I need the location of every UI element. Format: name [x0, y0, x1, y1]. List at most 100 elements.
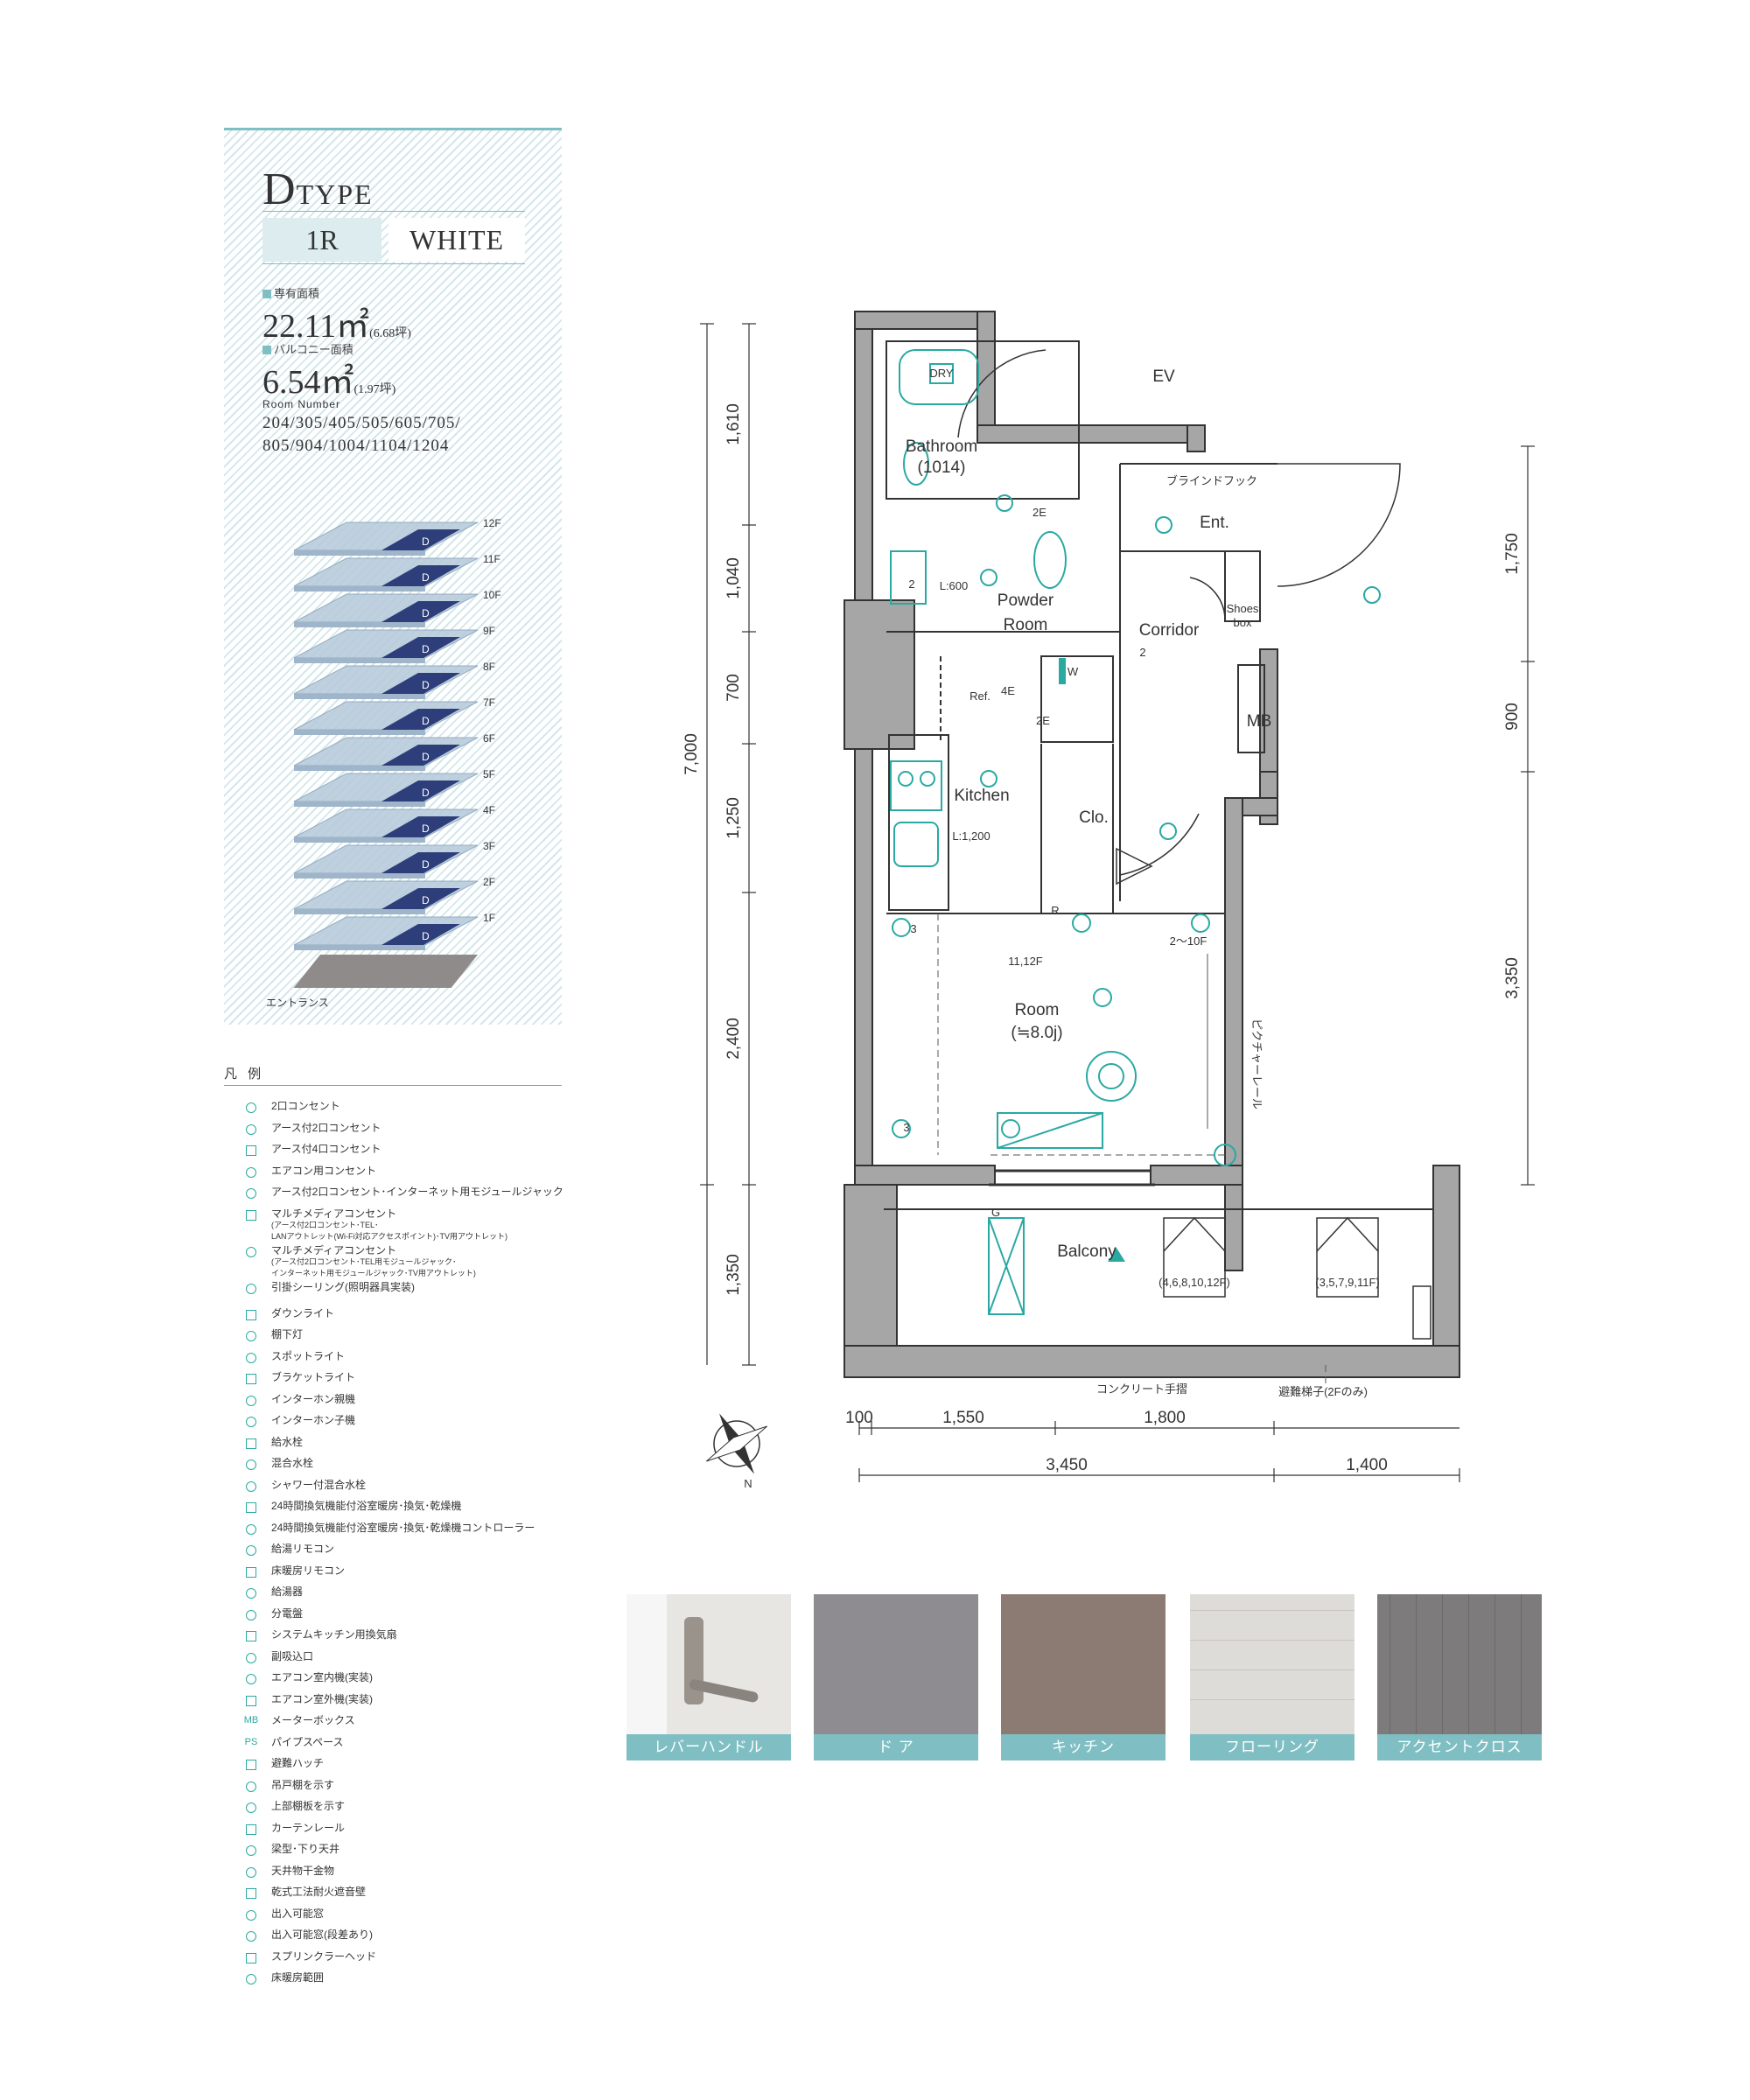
- legend-symbol-icon: [236, 1608, 266, 1624]
- wall-balcony-right: [1432, 1165, 1460, 1378]
- floor-slab-edge: [294, 802, 425, 807]
- room-door-swing: [1119, 761, 1200, 876]
- wall-ev-right: [1186, 424, 1206, 452]
- dimension-label: 1,040: [724, 557, 743, 599]
- legend-item: 出入可能窓(段差あり): [271, 1928, 373, 1941]
- legend-rule: [224, 1085, 562, 1086]
- outlet-3-label: 3: [903, 1121, 909, 1134]
- floor-label: 10F: [483, 589, 501, 601]
- dimension-label: 700: [724, 674, 743, 702]
- room-numbers-line2: 805/904/1004/1104/1204: [262, 437, 450, 455]
- legend-item: 給湯リモコン: [271, 1543, 335, 1555]
- floor-slab: D: [293, 916, 479, 950]
- legend-symbol-icon: [236, 1629, 266, 1645]
- washer-label: W: [1068, 665, 1079, 678]
- legend-symbol-icon: [236, 1866, 266, 1881]
- downlight-icon: [980, 569, 998, 586]
- partitions: [884, 340, 1433, 1210]
- shoes-box-outline: [1224, 550, 1261, 622]
- legend-symbol-icon: [236, 1544, 266, 1559]
- floor-slab-shape: [293, 916, 479, 946]
- unit-d-highlight: [382, 780, 460, 802]
- legend-item: インターホン親機: [271, 1392, 356, 1405]
- legend-item: システムキッチン用換気扇: [271, 1628, 397, 1641]
- floor-slab: D: [293, 557, 479, 592]
- floor-slab: D: [293, 593, 479, 627]
- legend-item: 吊戸棚を示す: [271, 1778, 335, 1791]
- balcony-rail: [844, 1345, 1460, 1378]
- unit-d-marker: D: [422, 607, 430, 620]
- room-number-label: Room Number: [262, 398, 341, 410]
- floor-slab-edge: [294, 909, 425, 914]
- fixtures: [890, 349, 1381, 1315]
- legend-symbol-icon: [236, 1480, 266, 1495]
- wood-grain-line: [1442, 1594, 1443, 1734]
- aircon-indoor-icon: [997, 1112, 1103, 1149]
- legend-item: 副吸込口: [271, 1649, 314, 1662]
- room-size-label: (≒8.0j): [1011, 1024, 1062, 1042]
- unit-d-highlight: [382, 924, 460, 945]
- washer-outline: [1040, 655, 1114, 743]
- hatch-floors-a-label: (4,6,8,10,12F): [1158, 1276, 1230, 1289]
- multimedia-outlet-icon: [1214, 1144, 1236, 1166]
- floor-plan: EV Bathroom (1014) DRY ブラインドフック Ent. Pow…: [682, 311, 1535, 1488]
- legend-symbol-icon: [236, 1565, 266, 1581]
- floor-slab-edge: [294, 945, 425, 950]
- washbasin-icon: [890, 550, 927, 605]
- legend-symbol-icon: [236, 1972, 266, 1988]
- legend-item: カーテンレール: [271, 1821, 346, 1834]
- legend-symbol-icon: [236, 1522, 266, 1538]
- legend-item: マルチメディアコンセント(アース付2口コンセント･TEL用モジュールジャック･イ…: [271, 1243, 476, 1278]
- floor-slab-edge: [294, 694, 425, 699]
- basin-width-label: L:600: [940, 579, 969, 592]
- floor-slab-edge: [294, 586, 425, 592]
- wall-left-lower: [854, 748, 873, 1187]
- burner-icon: [898, 771, 914, 787]
- unit-d-highlight: [382, 673, 460, 694]
- balcony-area: 6.54㎡(1.97坪): [262, 364, 396, 401]
- hatch-floors-b-label: (3,5,7,9,11F): [1315, 1276, 1379, 1289]
- unit-d-marker: D: [422, 536, 430, 548]
- bullet-square-icon: [262, 346, 271, 354]
- wall-ev-horizontal: [976, 424, 1206, 444]
- floor-slab-shape: [293, 773, 479, 802]
- legend-symbol-icon: [236, 1415, 266, 1431]
- legend-item: 2口コンセント: [271, 1100, 340, 1112]
- legend-item: アース付2口コンセント･インターネット用モジュールジャック: [271, 1186, 564, 1198]
- legend-item: 24時間換気機能付浴室暖房･換気･乾燥機コントローラー: [271, 1521, 536, 1534]
- floor-label: 3F: [483, 840, 496, 852]
- unit-d-highlight: [382, 816, 460, 837]
- balcony-label: Balcony: [1057, 1242, 1116, 1261]
- kitchen-counter: [888, 734, 949, 911]
- floor-slab-shape: [293, 808, 479, 838]
- ref-label: Ref.: [970, 690, 990, 703]
- legend-item: ダウンライト: [271, 1306, 335, 1320]
- bathroom-outline: [886, 340, 1080, 500]
- bathtub-icon: [899, 349, 979, 405]
- legend-symbol-icon: [236, 1208, 266, 1224]
- legend-item: 乾式工法耐火遮音壁: [271, 1886, 367, 1898]
- legend-symbol-icon: [236, 1758, 266, 1774]
- powder-room-label: Room: [1004, 616, 1048, 634]
- water-heater-label: G: [991, 1206, 1000, 1219]
- floor-slab: D: [293, 737, 479, 771]
- dimension-label: 1,750: [1503, 533, 1522, 575]
- dimension-label: 1,400: [1346, 1456, 1388, 1474]
- kitchen-sink-icon: [893, 822, 939, 867]
- plank-line: [1190, 1610, 1354, 1611]
- finish-swatch: キッチン: [1001, 1594, 1166, 1760]
- sprinkler-floors-label: 11,12F: [1008, 955, 1043, 968]
- ceiling-light-icon: [1098, 1063, 1124, 1089]
- dimension-label: 1,250: [724, 797, 743, 839]
- legend-item: スポットライト: [271, 1349, 346, 1362]
- legend-symbol-icon: [236, 1351, 266, 1367]
- legend-item: エアコン室外機(実装): [271, 1692, 373, 1705]
- legend-item: アース付4口コンセント: [271, 1143, 382, 1155]
- legend-symbol-icon: [236, 1437, 266, 1452]
- unit-d-highlight: [382, 565, 460, 586]
- legend-symbol-icon: [236, 1651, 266, 1667]
- room-numbers-line1: 204/305/405/505/605/705/: [262, 414, 461, 432]
- legend-item: 棚下灯: [271, 1328, 304, 1340]
- floor-slab-edge: [294, 873, 425, 878]
- legend-item: 給水栓: [271, 1435, 304, 1448]
